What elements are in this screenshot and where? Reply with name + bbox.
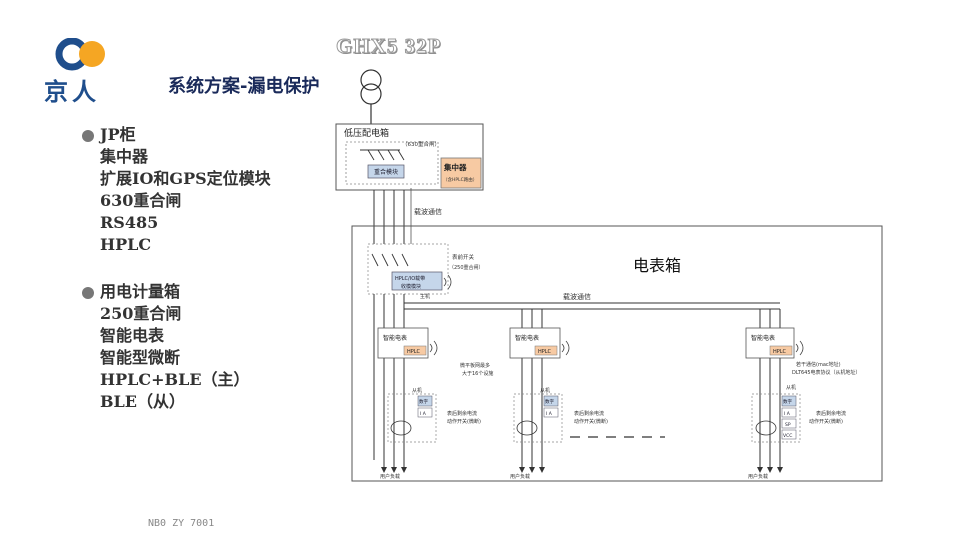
note-right-1: 若干通信(mac地址) [796,361,841,368]
breaker-630-switches [360,149,405,161]
bullet-item: 智能电表 [100,326,165,345]
bullet-item: HPLC [100,235,152,254]
bullet-heading: 用电计量箱 [82,281,250,303]
reclose-module [367,164,405,179]
page-title: 系统方案-漏电保护 [168,76,320,97]
low-voltage-box-label: 低压配电箱 [344,127,389,139]
bullet-heading: JP柜 [82,124,271,146]
reclose-module-label: 重合模块 [374,168,398,176]
user-load-label: 用户负载 [510,473,530,480]
master-label: 主机 [420,293,430,300]
carrier-mid-label: 载波通信 [563,292,591,301]
vcc-label: VCC [783,433,792,439]
carrier-top-label: 载波通信 [414,207,442,216]
meter-label: 智能电表 [383,334,407,342]
user-load-label: 用户负载 [748,473,768,480]
bullet-item: BLE（从） [100,392,185,411]
digital-label: 数字 [783,398,792,405]
slave-label: 从机 [786,384,796,391]
ia-label: I A [420,411,427,417]
wireless-icon [429,340,438,356]
concentrator-sub-label: （含HPLC路由） [443,176,477,183]
hplc-io-module [391,271,443,291]
wireless-icon [561,340,570,356]
bullet-item: RS485 [100,213,159,232]
bullet-item: 扩展IO和GPS定位模块 [100,169,271,188]
ia-label: I A [546,411,553,417]
bullet-item: 智能型微断 [100,348,181,367]
meter-unit-2: 智能电表 HPLC 数字 I A 从机 表后剩余电流 动作开关(微断) 用户负载 [509,327,608,480]
main-switch-contacts [371,253,409,267]
bullet-item: 集中器 [100,147,149,166]
concentrator-label: 集中器 [443,162,467,172]
slave-label: 从机 [412,387,422,394]
breaker-630-area [345,141,439,185]
footer-text: NB0 ZY 7001 [148,518,215,529]
main-switch-area [367,243,449,295]
main-switch-label: 表前开关 [452,253,475,261]
breaker-630-label: （630重合闸） [402,140,440,148]
logo-text: 京人 [44,77,100,106]
hplc-module-label-2: 收模模块 [401,283,421,290]
company-logo [50,37,130,98]
breaker-text-1: 表后剩余电流 [447,410,477,417]
bus-lines [373,294,405,460]
ia-label: I A [784,411,791,417]
load-arrows [381,460,783,473]
meter-unit-3: 智能电表 HPLC 数字 I A SP VCC 从机 表后剩余电流 动作开关(微… [745,327,846,480]
wireless-icon [443,274,452,290]
note-right-2: DLT645电表协议（从机地址） [792,369,861,376]
breaker-text-1: 表后剩余电流 [816,410,846,417]
user-load-label: 用户负载 [380,473,400,480]
transformer-icon [360,69,382,124]
meter-tag: HPLC [538,349,552,355]
meter-tag: HPLC [407,349,421,355]
meter-tag: HPLC [773,349,787,355]
breaker-text-2: 动作开关(微断) [447,418,481,425]
digital-label: 数字 [419,398,428,405]
note-max-2: 大于16个设施 [462,370,493,377]
bullet-item: HPLC+BLE（主） [100,370,250,389]
note-max-1: 微平板网最多 [460,362,490,369]
breaker-text-2: 动作开关(微断) [574,418,608,425]
concentrator-box [440,157,482,189]
meter-unit-1: 智能电表 HPLC 数字 I A 从机 表后剩余电流 动作开关(微断) 用户负载 [377,327,481,480]
bullet-item: 630重合闸 [100,191,182,210]
hplc-module-label-1: HPLC/IO载带 [395,275,425,282]
slave-label: 从机 [540,387,550,394]
bullet-group-jp: JP柜 集中器 扩展IO和GPS定位模块 630重合闸 RS485 HPLC [82,124,271,256]
meter-label: 智能电表 [751,334,775,342]
meter-box-frame [351,225,883,482]
slide-header-title: GHX5 32P [335,34,442,59]
breaker-text-2: 动作开关(微断) [809,418,843,425]
main-switch-sub-label: （250重合闸） [449,264,484,271]
logo-icon [55,37,105,71]
wireless-icon [795,340,804,356]
feeder-lines [373,190,405,244]
meter-label: 智能电表 [515,334,539,342]
sp-label: SP [785,422,791,428]
meter-box-title: 电表箱 [633,256,681,275]
bullet-item: 250重合闸 [100,304,182,323]
breaker-text-1: 表后剩余电流 [574,410,604,417]
digital-label: 数字 [545,398,554,405]
bullet-group-meter-box: 用电计量箱 250重合闸 智能电表 智能型微断 HPLC+BLE（主） BLE（… [82,281,250,413]
